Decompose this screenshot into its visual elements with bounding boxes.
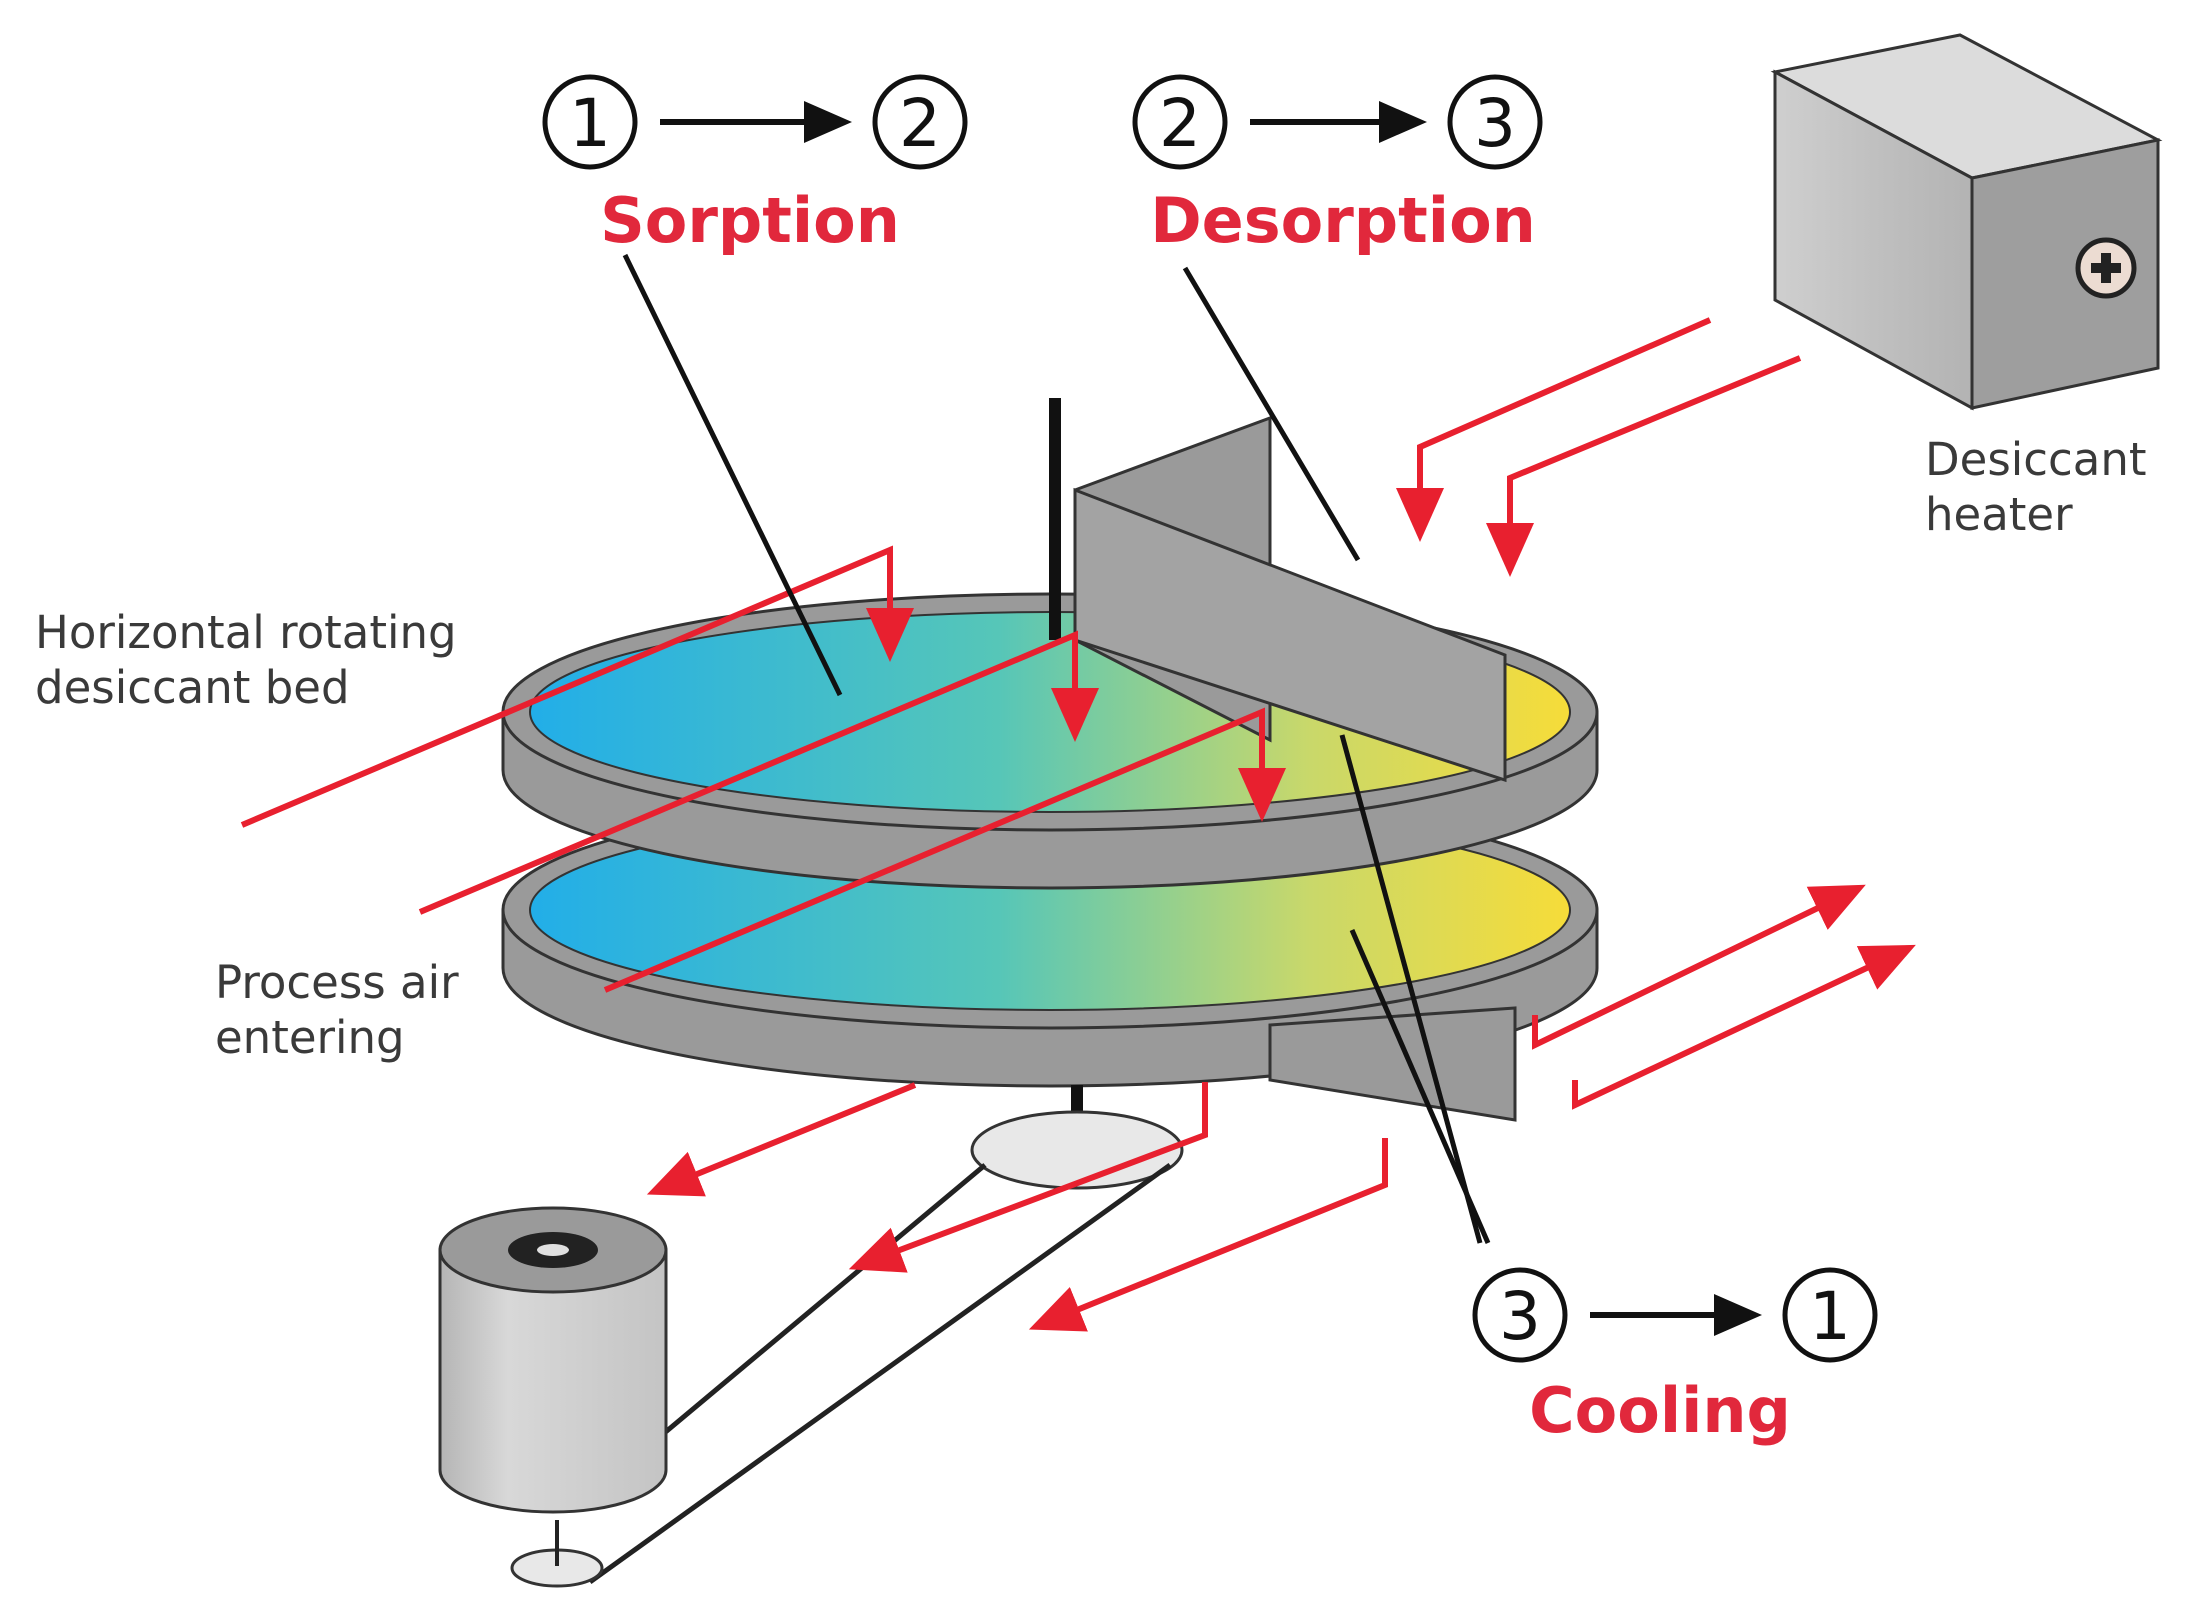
desorption-sequence: 2 3 Desorption [1132, 74, 1543, 257]
bed-label: Horizontal rotating desiccant bed [35, 606, 457, 714]
state-3-circle [1472, 1267, 1568, 1363]
sorption-from: 1 [569, 85, 611, 162]
process-air-line2: entering [215, 1011, 405, 1064]
heater-label-line1: Desiccant [1925, 433, 2147, 486]
cooling-to: 1 [1809, 1278, 1851, 1355]
wheel-pulley [970, 1110, 1184, 1190]
motor [438, 1206, 668, 1514]
desorption-label: Desorption [1150, 184, 1536, 257]
bottom-divider-plate [1268, 1006, 1517, 1122]
top-divider-plates [1073, 415, 1507, 783]
bed-label-line2: desiccant bed [35, 661, 350, 714]
state-1-circle [1782, 1267, 1878, 1363]
desiccant-heater [1770, 33, 2163, 411]
bed-label-line1: Horizontal rotating [35, 606, 457, 659]
process-air-label: Process air entering [215, 956, 459, 1064]
process-air-line1: Process air [215, 956, 459, 1009]
cooling-sequence: 3 1 Cooling [1472, 1267, 1878, 1447]
desorption-from: 2 [1159, 85, 1201, 162]
cooling-from: 3 [1499, 1278, 1541, 1355]
state-2-circle [872, 74, 968, 170]
sorption-to: 2 [899, 85, 941, 162]
state-2-circle [1132, 74, 1228, 170]
sorption-sequence: 1 2 Sorption [542, 74, 968, 257]
sorption-label: Sorption [600, 184, 900, 257]
airflow-arrows [240, 317, 1916, 1332]
desorption-to: 3 [1474, 85, 1516, 162]
heater-label-line2: heater [1925, 488, 2073, 541]
drive-belt [648, 1163, 987, 1447]
drive-assembly [438, 1085, 1184, 1588]
heater-label: Desiccant heater [1925, 433, 2147, 541]
plus-icon [2075, 237, 2137, 299]
state-3-circle [1447, 74, 1543, 170]
leader-lines [622, 253, 1491, 1244]
cooling-label: Cooling [1529, 1374, 1791, 1447]
state-1-circle [542, 74, 638, 170]
